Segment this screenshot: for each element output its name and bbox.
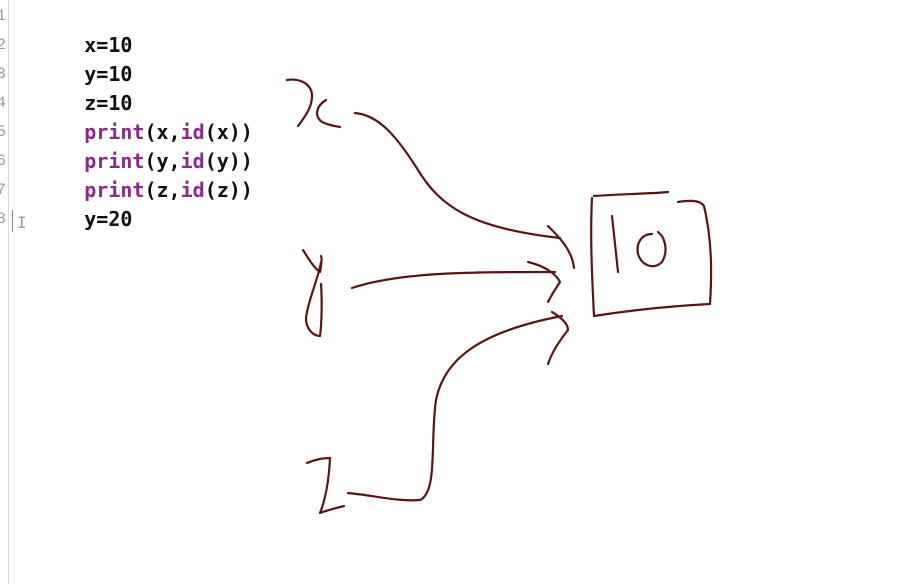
line-number: 2 xyxy=(0,35,6,55)
text-caret xyxy=(12,210,13,232)
code-line[interactable]: y=20 xyxy=(12,176,132,231)
keyword-token: id xyxy=(180,178,205,202)
line-number: 8 xyxy=(0,209,6,229)
line-number: 5 xyxy=(0,122,6,142)
line-number: 4 xyxy=(0,93,6,113)
line-number: 6 xyxy=(0,151,6,171)
code-token: (x)) xyxy=(204,120,253,144)
arrow-z-to-object xyxy=(346,310,570,502)
keyword-token: print xyxy=(84,120,145,144)
line-number: 3 xyxy=(0,64,6,84)
code-token: (z, xyxy=(144,178,181,202)
handwritten-z-label xyxy=(305,456,346,515)
object-box xyxy=(590,190,713,318)
code-token: y=20 xyxy=(84,207,133,231)
ibeam-cursor-icon: I xyxy=(17,213,27,232)
handwritten-y-label xyxy=(301,248,323,338)
code-line[interactable]: print(y,id(y)) xyxy=(12,118,253,173)
code-token: (y)) xyxy=(204,149,253,173)
code-line[interactable]: print(z,id(z)) xyxy=(12,147,253,202)
keyword-token: id xyxy=(180,149,205,173)
code-line[interactable]: print(x,id(x)) xyxy=(12,89,253,144)
line-number: 1 xyxy=(0,6,6,26)
code-token: (z)) xyxy=(204,178,253,202)
line-number: 7 xyxy=(0,180,6,200)
code-token: (y, xyxy=(144,149,181,173)
code-line[interactable]: z=10 xyxy=(12,60,132,115)
arrow-x-to-object xyxy=(353,111,576,270)
arrow-y-to-object xyxy=(350,260,562,304)
code-token: (x, xyxy=(144,120,181,144)
keyword-token: print xyxy=(84,178,145,202)
handwritten-digit-zero xyxy=(636,230,667,268)
code-token: z=10 xyxy=(84,91,133,115)
handwritten-digit-one xyxy=(610,214,620,274)
code-line[interactable]: x=10 xyxy=(12,2,132,57)
code-line[interactable]: y=10 xyxy=(12,31,132,86)
code-token: y=10 xyxy=(84,62,133,86)
code-token: x=10 xyxy=(84,33,133,57)
line-number-gutter: 1 2 3 4 5 6 7 8 xyxy=(0,0,9,584)
handwritten-x-label xyxy=(285,78,342,129)
keyword-token: id xyxy=(180,120,205,144)
keyword-token: print xyxy=(84,149,145,173)
